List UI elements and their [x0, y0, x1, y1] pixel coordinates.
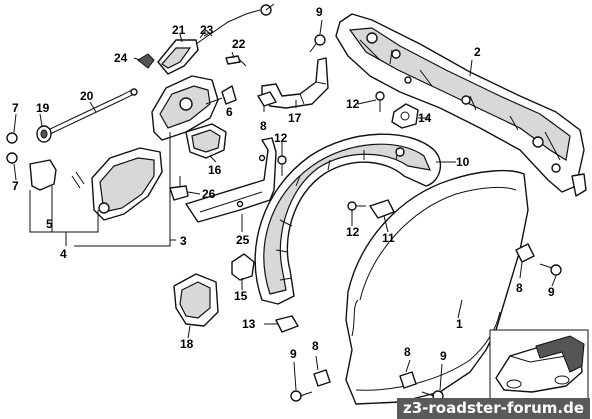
callout-3: 3	[180, 234, 187, 248]
callout-14: 14	[418, 111, 432, 125]
callout-8-bottom-right: 8	[404, 345, 411, 359]
part-18-bump-stop	[173, 273, 219, 327]
part-1-side-panel	[345, 169, 529, 405]
callout-12-mid: 12	[274, 131, 288, 145]
callout-23: 23	[200, 23, 214, 37]
part-9-screw-group	[290, 34, 562, 402]
part-25-strip-bracket	[185, 137, 277, 223]
part-20-cable	[47, 88, 138, 135]
callout-19: 19	[36, 101, 50, 115]
callout-9-right: 9	[548, 285, 555, 299]
callout-9-top: 9	[316, 5, 323, 19]
callout-13: 13	[242, 317, 256, 331]
callout-11: 11	[382, 231, 395, 245]
part-4-lower-housing	[91, 147, 163, 221]
callout-1: 1	[456, 317, 463, 331]
callout-26: 26	[202, 187, 216, 201]
forum-watermark: z3-roadster-forum.de	[397, 398, 590, 419]
part-21-latch-housing	[157, 3, 275, 75]
callout-7-bottom: 7	[12, 179, 19, 193]
part-24-clip	[137, 53, 155, 69]
part-19-grommet	[36, 125, 52, 143]
callout-15: 15	[234, 289, 248, 303]
part-14-nut	[391, 103, 419, 129]
part-12-screw-upper	[375, 91, 385, 112]
part-7-screw-group	[6, 132, 18, 164]
callout-2: 2	[474, 45, 481, 59]
part-13-clip	[275, 315, 299, 333]
callout-7-top: 7	[12, 101, 19, 115]
callout-8-top: 8	[260, 119, 267, 133]
callout-9-bottom-right: 9	[440, 349, 447, 363]
part-11-clip	[369, 199, 395, 219]
part-10-wheel-arch-liner	[254, 133, 442, 305]
part-5-bracket	[29, 159, 85, 191]
part-16-clip-bracket	[185, 123, 227, 159]
part-15-plug	[231, 253, 255, 281]
part-12-screw-mid	[277, 155, 287, 176]
callout-21: 21	[172, 23, 186, 37]
locator-inset	[489, 329, 589, 401]
callout-17: 17	[288, 111, 302, 125]
callout-numbers: 1 2 3 4 5 6 7 7 8 8 8 8 9 9 9 9 10 11 12…	[12, 5, 555, 363]
callout-8-right: 8	[516, 281, 523, 295]
part-2-rear-rail	[335, 13, 587, 197]
callout-25: 25	[236, 233, 250, 247]
callout-5: 5	[46, 217, 53, 231]
callout-12-top: 12	[346, 97, 360, 111]
callout-10: 10	[456, 155, 470, 169]
callout-24: 24	[114, 51, 128, 65]
leader-lines	[13, 19, 557, 391]
part-23-rod	[199, 29, 213, 39]
callout-4: 4	[60, 247, 67, 261]
callout-22: 22	[232, 37, 246, 51]
callout-18: 18	[180, 337, 194, 351]
part-26-pin	[169, 176, 189, 201]
callout-9-bottom-left: 9	[290, 347, 297, 361]
callout-6: 6	[226, 105, 233, 119]
part-12-screw-lower	[347, 201, 366, 211]
callout-16: 16	[208, 163, 222, 177]
car-locator-icon	[495, 335, 585, 393]
part-6-upper-housing	[151, 75, 237, 141]
part-8-clip-group	[257, 91, 535, 389]
part-22-screw	[225, 55, 247, 67]
callout-12-low: 12	[346, 225, 360, 239]
callout-20: 20	[80, 89, 94, 103]
callout-8-bottom-left: 8	[312, 339, 319, 353]
part-17-bracket	[261, 57, 329, 109]
